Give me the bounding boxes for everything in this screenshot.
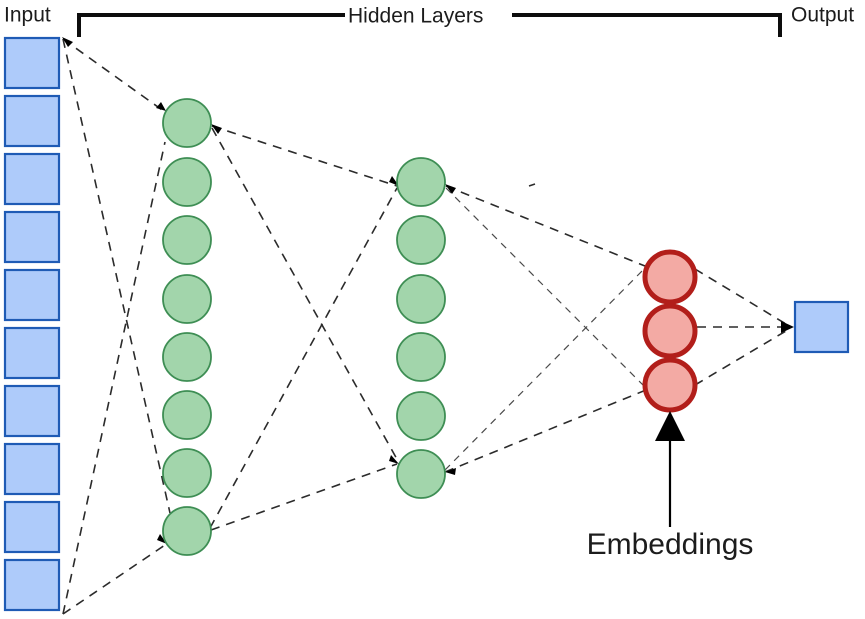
embeddings-arrow-head <box>655 411 685 441</box>
input-label: Input <box>4 4 51 27</box>
arrowhead-input-top <box>62 37 73 47</box>
input-layer <box>3 36 61 612</box>
arrowhead-h1-top-out <box>211 124 222 134</box>
embedding-node[interactable] <box>642 249 698 305</box>
bracket-left-segment <box>77 13 345 37</box>
hidden-node[interactable] <box>396 274 446 324</box>
edge-h2-top-to-emb-top <box>445 185 646 267</box>
hidden-node[interactable] <box>162 98 212 148</box>
embedding-node[interactable] <box>642 357 698 413</box>
edge-h2-bottom-to-emb-bottom <box>444 389 647 473</box>
input-node[interactable] <box>3 558 61 612</box>
edge-emb-bottom-to-output <box>694 327 792 386</box>
hidden-layers-label: Hidden Layers <box>348 5 483 28</box>
edge-input-bottom-to-h1-bottom <box>62 542 169 615</box>
edges-embeddings-to-output <box>694 268 794 386</box>
edge-emb-top-to-output <box>694 268 792 328</box>
edge-h2-bottom-to-emb-top <box>444 267 646 471</box>
edge-input-top-to-h1-top <box>62 38 166 113</box>
hidden-layer-2 <box>396 157 446 499</box>
hidden-layer-1 <box>162 98 212 556</box>
output-layer <box>793 300 850 354</box>
output-label: Output <box>791 4 854 27</box>
embeddings-callout: Embeddings <box>587 411 754 561</box>
embedding-node[interactable] <box>642 303 698 359</box>
hidden-node[interactable] <box>162 157 212 207</box>
input-node[interactable] <box>3 384 61 438</box>
arrowhead-h2-bottom-in <box>389 455 399 464</box>
input-node[interactable] <box>3 268 61 322</box>
hidden-node[interactable] <box>396 449 446 499</box>
edge-input-top-to-h1-bottom <box>62 38 171 514</box>
hidden-layers-bracket <box>77 13 782 37</box>
input-node[interactable] <box>3 210 61 264</box>
edges-input-to-hidden1 <box>62 37 171 615</box>
arrowhead-output-in <box>781 321 794 333</box>
edge-h1-top-to-h2-top <box>211 125 398 187</box>
edge-input-bottom-to-h1-top <box>62 141 166 615</box>
hidden-node[interactable] <box>162 390 212 440</box>
input-node[interactable] <box>3 152 61 206</box>
arrowhead-h2-bottom-out <box>445 468 456 475</box>
bracket-right-segment <box>512 13 782 37</box>
hidden-node[interactable] <box>396 332 446 382</box>
hidden-node[interactable] <box>162 274 212 324</box>
embedding-layer <box>642 249 698 413</box>
output-node[interactable] <box>793 300 850 354</box>
arrowhead-h1-top-in <box>156 102 166 111</box>
edge-h1-bottom-to-h2-bottom <box>210 463 398 531</box>
hidden-node[interactable] <box>162 506 212 556</box>
hidden-node[interactable] <box>162 332 212 382</box>
hidden-node[interactable] <box>162 448 212 498</box>
hidden-node[interactable] <box>162 215 212 265</box>
input-node[interactable] <box>3 442 61 496</box>
hidden-node[interactable] <box>396 391 446 441</box>
edges-hidden1-to-hidden2 <box>209 124 399 531</box>
stray-dash-artifact <box>528 183 536 187</box>
arrowhead-h2-top-out <box>445 184 456 194</box>
embeddings-label: Embeddings <box>587 528 754 561</box>
input-node[interactable] <box>3 326 61 380</box>
hidden-node[interactable] <box>396 157 446 207</box>
input-node[interactable] <box>3 94 61 148</box>
input-node[interactable] <box>3 500 61 554</box>
input-node[interactable] <box>3 36 61 90</box>
edges-hidden2-to-embeddings <box>444 183 647 475</box>
edge-h1-bottom-to-h2-top <box>209 187 398 529</box>
edge-h2-top-to-emb-bottom <box>445 187 647 389</box>
hidden-node[interactable] <box>396 215 446 265</box>
